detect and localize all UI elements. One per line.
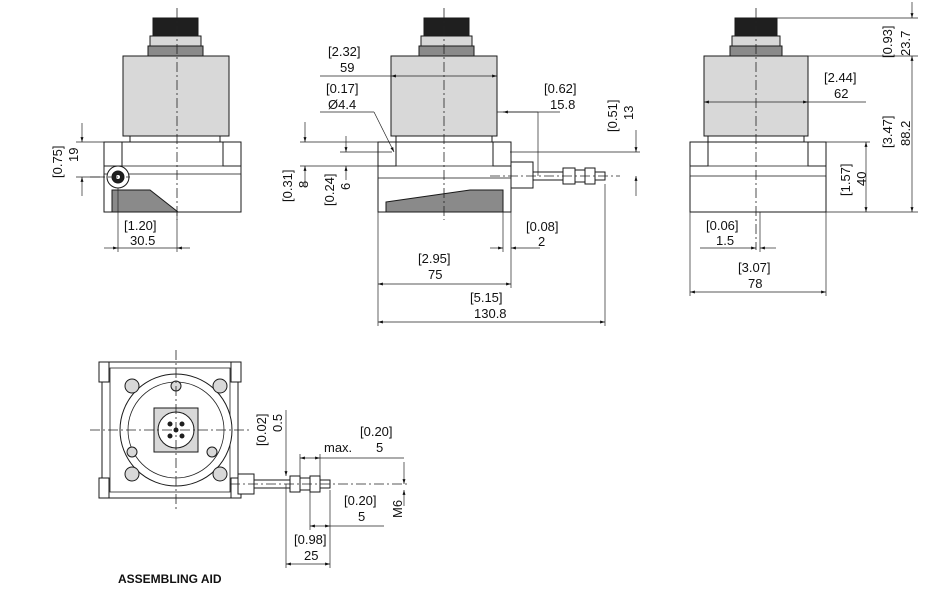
dim-232-in: [2.32]: [328, 44, 361, 59]
dim-59: 59: [340, 60, 354, 75]
dim-13: 13: [621, 106, 636, 120]
dim-15: 1.5: [716, 233, 734, 248]
dim-008-in: [0.08]: [526, 219, 559, 234]
dim-062-in: [0.62]: [544, 81, 577, 96]
dim-157-in: [1.57]: [838, 163, 853, 196]
dim-244-in: [2.44]: [824, 70, 857, 85]
dim-017-in: [0.17]: [326, 81, 359, 96]
dim-075-in: [0.75]: [50, 145, 65, 178]
dim-m6: M6: [390, 500, 405, 518]
dim-120-in: [1.20]: [124, 218, 157, 233]
dim-5a: 5: [376, 440, 383, 455]
dim-8: 8: [296, 181, 311, 188]
dim-295-in: [2.95]: [418, 251, 451, 266]
dim-051-in: [0.51]: [605, 99, 620, 132]
side-view-left: [90, 8, 242, 220]
dim-305: 30.5: [130, 233, 155, 248]
view1-dimensions: [0.75] 19 [1.20] 30.5: [50, 123, 190, 252]
dim-5b: 5: [358, 509, 365, 524]
dim-020b-in: [0.20]: [344, 493, 377, 508]
front-view: [377, 8, 620, 220]
dim-882: 88.2: [898, 121, 913, 146]
dim-031-in: [0.31]: [280, 169, 295, 202]
dim-006-in: [0.06]: [706, 218, 739, 233]
dim-62: 62: [834, 86, 848, 101]
dim-dia44: Ø4.4: [328, 97, 356, 112]
dim-002-in: [0.02]: [254, 413, 269, 446]
dim-40: 40: [854, 172, 869, 186]
view2-dimensions: [2.32] 59 [0.17] Ø4.4 [0.62] 15.8 [0.51]…: [280, 44, 640, 326]
dim-1308: 130.8: [474, 306, 507, 321]
dim-05: 0.5: [270, 414, 285, 432]
side-view-right: [689, 8, 827, 250]
dim-158: 15.8: [550, 97, 575, 112]
dim-max: max.: [324, 440, 352, 455]
dim-78: 78: [748, 276, 762, 291]
dim-024-in: [0.24]: [322, 173, 337, 206]
dim-020a-in: [0.20]: [360, 424, 393, 439]
dim-237: 23.7: [898, 31, 913, 56]
dim-2: 2: [538, 234, 545, 249]
dim-093-in: [0.93]: [880, 25, 895, 58]
view4-dimensions: [0.02] 0.5 [0.20] max. 5 M6 [0.20] 5 [0.…: [254, 410, 406, 568]
dim-19: 19: [66, 148, 81, 162]
dim-6: 6: [338, 183, 353, 190]
dim-098-in: [0.98]: [294, 532, 327, 547]
dim-307-in: [3.07]: [738, 260, 771, 275]
dim-75: 75: [428, 267, 442, 282]
assembling-aid-caption: ASSEMBLING AID: [118, 572, 222, 586]
view3-dimensions: [2.44] 62 [0.93] 23.7 [3.47] 88.2 [1.57]…: [689, 2, 918, 296]
top-view: [90, 350, 410, 510]
dim-25: 25: [304, 548, 318, 563]
dim-515-in: [5.15]: [470, 290, 503, 305]
dim-347-in: [3.47]: [880, 115, 895, 148]
